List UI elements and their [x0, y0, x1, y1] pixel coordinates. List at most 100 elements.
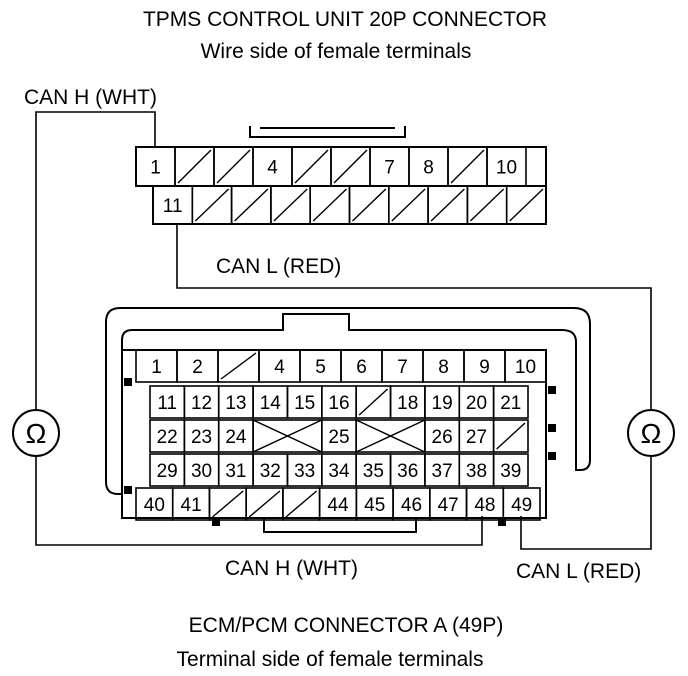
terminal-cell: 21 [492, 385, 529, 419]
terminal-cell [492, 419, 529, 453]
terminal-cell: 11 [149, 385, 186, 419]
key-mark [212, 518, 220, 526]
terminal-cell [505, 185, 547, 225]
terminal-cell: 45 [355, 487, 394, 521]
terminal-number: 20 [466, 393, 487, 414]
terminal-cell: 7 [381, 349, 424, 383]
terminal-cell: 11 [152, 185, 194, 225]
terminal-cell: 24 [217, 419, 254, 453]
terminal-number: 19 [432, 393, 453, 414]
terminal-number: 13 [225, 393, 246, 414]
terminal-number: 46 [401, 495, 422, 516]
can-l-wire-top [176, 224, 652, 410]
ohmmeter-right: Ω [627, 409, 675, 457]
ecm-subtitle: Terminal side of female terminals [177, 648, 484, 671]
terminal-cell: 1 [135, 146, 176, 187]
terminal-cell: 33 [286, 453, 323, 487]
terminal-cell: 47 [429, 487, 468, 521]
terminal-number: 10 [515, 357, 536, 378]
terminal-cell [213, 146, 254, 187]
terminal-cell: 25 [321, 419, 357, 453]
terminal-cell: 14 [252, 385, 289, 419]
terminal-cell: 46 [392, 487, 431, 521]
terminal-cell: 6 [340, 349, 383, 383]
terminal-cell [330, 146, 371, 187]
terminal-number: 33 [294, 461, 315, 482]
terminal-number: 25 [328, 427, 349, 448]
terminal-cell: 34 [321, 453, 357, 487]
terminal-cell: 9 [463, 349, 506, 383]
terminal-cell [208, 487, 247, 521]
terminal-number: 4 [274, 357, 285, 378]
terminal-cell: 16 [321, 385, 357, 419]
terminal-cell [466, 185, 508, 225]
tpms-subtitle: Wire side of female terminals [201, 40, 472, 63]
can-h-bottom-label: CAN H (WHT) [225, 557, 358, 580]
terminal-number: 26 [432, 427, 453, 448]
terminal-number: 4 [267, 158, 278, 179]
terminal-cell [427, 185, 469, 225]
terminal-number: 2 [192, 357, 203, 378]
terminal-number: 23 [191, 427, 212, 448]
terminal-cell: 2 [176, 349, 219, 383]
terminal-cell [217, 349, 260, 383]
terminal-cell: 49 [502, 487, 541, 521]
can-h-top-label: CAN H (WHT) [24, 86, 157, 109]
terminal-number: 9 [479, 357, 490, 378]
terminal-cell: 22 [149, 419, 186, 453]
terminal-number: 10 [496, 158, 517, 179]
terminal-cell [355, 385, 392, 419]
key-mark [548, 452, 556, 460]
terminal-number: 35 [363, 461, 384, 482]
terminal-cell [191, 185, 233, 225]
terminal-cell [230, 185, 272, 225]
terminal-number: 14 [260, 393, 282, 414]
terminal-cell [252, 419, 323, 453]
terminal-cell: 27 [458, 419, 495, 453]
terminal-cell: 5 [299, 349, 342, 383]
terminal-cell: 23 [183, 419, 220, 453]
terminal-cell [309, 185, 351, 225]
terminal-number: 48 [474, 495, 495, 516]
terminal-number: 8 [438, 357, 449, 378]
terminal-cell: 1 [135, 349, 178, 383]
terminal-number: 34 [328, 461, 350, 482]
terminal-number: 31 [225, 461, 246, 482]
terminal-cell: 4 [258, 349, 301, 383]
key-mark [124, 486, 132, 494]
terminal-cell: 39 [492, 453, 529, 487]
terminal-cell: 15 [286, 385, 323, 419]
terminal-number: 6 [356, 357, 367, 378]
terminal-cell: 10 [486, 146, 527, 187]
can-h-wire-top [35, 111, 156, 410]
terminal-number: 24 [225, 427, 247, 448]
key-mark [124, 378, 132, 386]
terminal-cell: 19 [424, 385, 461, 419]
terminal-cell: 38 [458, 453, 495, 487]
key-mark [548, 386, 556, 394]
terminal-cell: 20 [458, 385, 495, 419]
terminal-cell: 32 [252, 453, 289, 487]
ohm-icon: Ω [641, 418, 662, 449]
terminal-cell [355, 419, 426, 453]
terminal-number: 11 [157, 393, 177, 414]
terminal-cell: 35 [355, 453, 392, 487]
terminal-number: 38 [466, 461, 487, 482]
terminal-cell [174, 146, 215, 187]
terminal-cell: 8 [422, 349, 465, 383]
terminal-number: 21 [500, 393, 521, 414]
terminal-cell [447, 146, 488, 187]
terminal-cell: 30 [183, 453, 220, 487]
terminal-number: 1 [151, 357, 162, 378]
terminal-number: 45 [364, 495, 385, 516]
terminal-number: 27 [466, 427, 487, 448]
terminal-number: 36 [397, 461, 418, 482]
terminal-cell: 10 [504, 349, 547, 383]
terminal-cell: 29 [149, 453, 186, 487]
terminal-cell: 12 [183, 385, 220, 419]
terminal-number: 18 [397, 393, 418, 414]
terminal-number: 7 [397, 357, 408, 378]
terminal-cell: 31 [217, 453, 254, 487]
terminal-cell [245, 487, 284, 521]
